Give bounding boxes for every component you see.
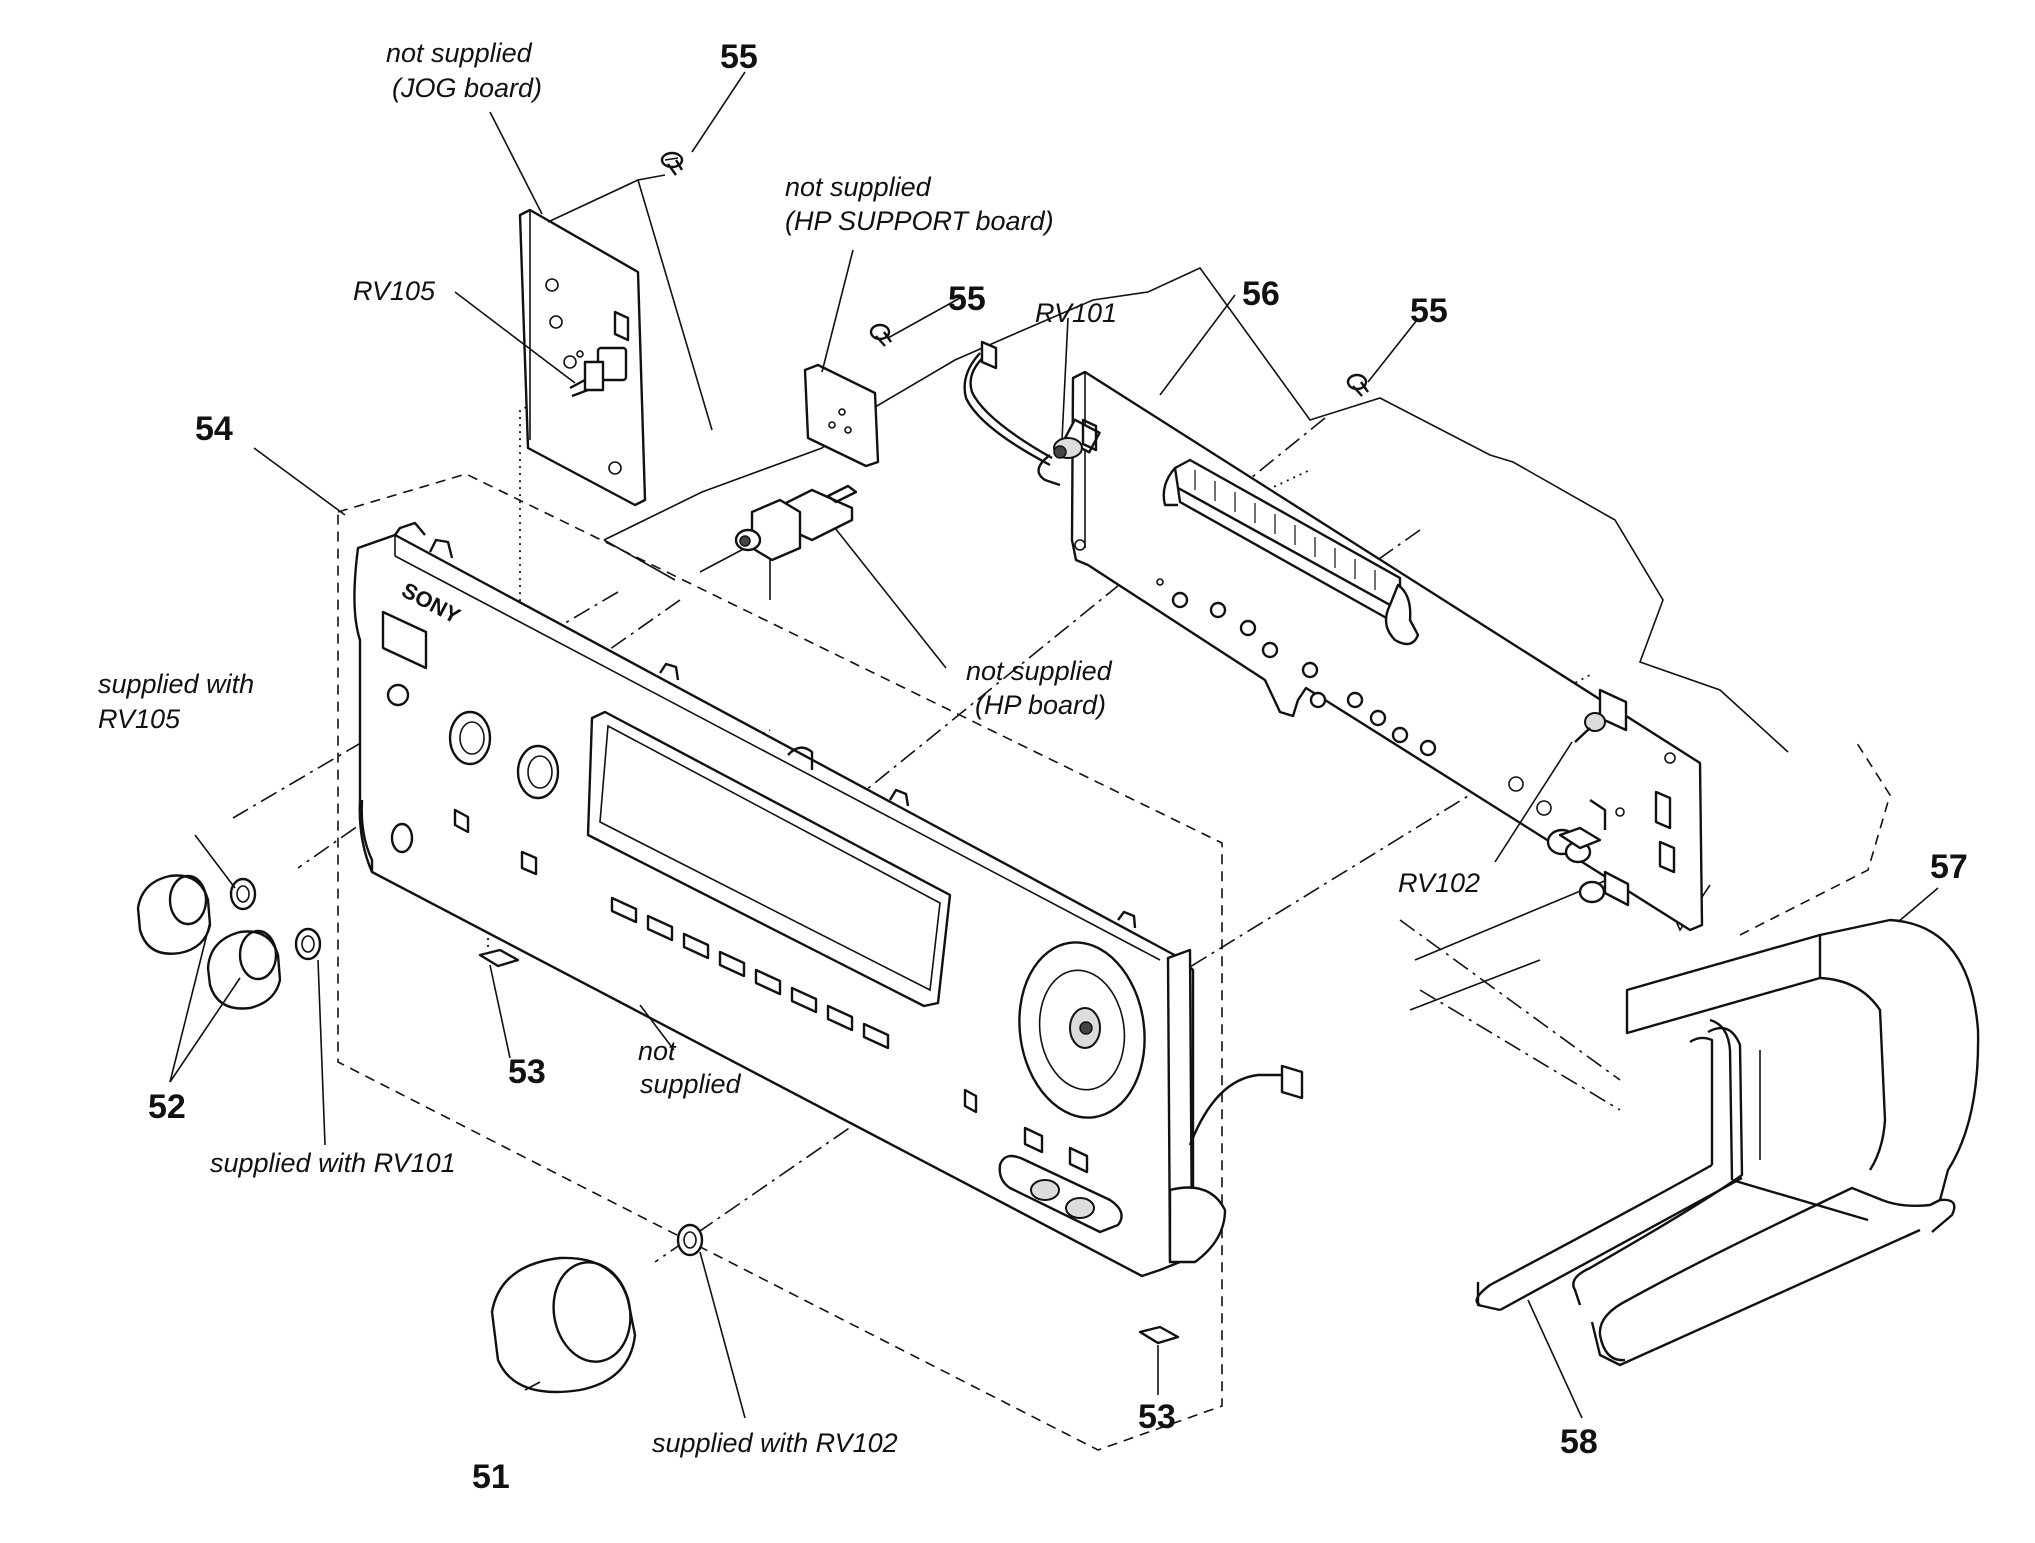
note-rv101: supplied with RV101 — [210, 1148, 456, 1178]
button-row — [610, 896, 890, 1050]
note-hp-support-line2: (HP SUPPORT board) — [785, 206, 1054, 236]
note-hp-line2: (HP board) — [975, 690, 1106, 720]
note-panel-line2: supplied — [640, 1069, 742, 1099]
note-hp-line1: not supplied — [966, 656, 1113, 686]
cushion-57-base — [1590, 1228, 1921, 1367]
assembly-boundary-54 — [337, 473, 1223, 1451]
part-number-55-b: 55 — [948, 280, 986, 318]
part-number-56: 56 — [1242, 275, 1280, 313]
part-number-57: 57 — [1930, 848, 1968, 886]
part-number-52: 52 — [148, 1088, 186, 1126]
note-rv105-line1: supplied with — [98, 669, 254, 699]
foot-53-a — [478, 948, 520, 968]
hp-board — [734, 484, 858, 562]
board-jacks — [1074, 539, 1552, 816]
note-hp-support-line1: not supplied — [785, 172, 932, 202]
screw-55-a — [660, 151, 684, 176]
ref-rv102: RV102 — [1398, 868, 1480, 898]
note-jog-line2: (JOG board) — [392, 73, 542, 103]
knob-51 — [490, 1256, 637, 1394]
hp-support-board — [803, 363, 880, 468]
cushion-57 — [1598, 918, 1980, 1362]
knob-52-b — [206, 929, 282, 1010]
notes: not supplied (JOG board) not supplied (H… — [98, 38, 1480, 1458]
screw-55-c — [1346, 373, 1369, 397]
washer-rv101 — [294, 927, 322, 961]
ref-rv101: RV101 — [1035, 298, 1117, 328]
part-number-53-a: 53 — [508, 1053, 546, 1091]
part-number-53-b: 53 — [1138, 1398, 1176, 1436]
cushion-58 — [1475, 1027, 1744, 1312]
note-rv105-line2: RV105 — [98, 704, 181, 734]
part-number-54: 54 — [195, 410, 233, 448]
display-connector-ribs — [1194, 470, 1376, 590]
leader-lines — [169, 71, 1939, 1419]
ref-rv105: RV105 — [353, 276, 436, 306]
front-panel: SONY — [353, 521, 1304, 1278]
part-number-51: 51 — [472, 1458, 510, 1496]
part-numbers: 55 55 55 56 54 53 53 52 51 57 58 — [148, 38, 1968, 1496]
note-jog-line1: not supplied — [386, 38, 533, 68]
foot-53-b — [1138, 1325, 1180, 1345]
note-rv102: supplied with RV102 — [652, 1428, 898, 1458]
board-56 — [963, 340, 1704, 932]
knob-52-a — [136, 874, 212, 955]
washer-rv105 — [229, 877, 257, 911]
washer-rv102 — [676, 1223, 704, 1257]
part-number-55-a: 55 — [720, 38, 758, 76]
screw-55-b — [869, 323, 892, 347]
jog-board — [518, 208, 647, 507]
note-panel-line1: not — [638, 1036, 677, 1066]
part-number-55-c: 55 — [1410, 292, 1448, 330]
part-number-58: 58 — [1560, 1423, 1598, 1461]
